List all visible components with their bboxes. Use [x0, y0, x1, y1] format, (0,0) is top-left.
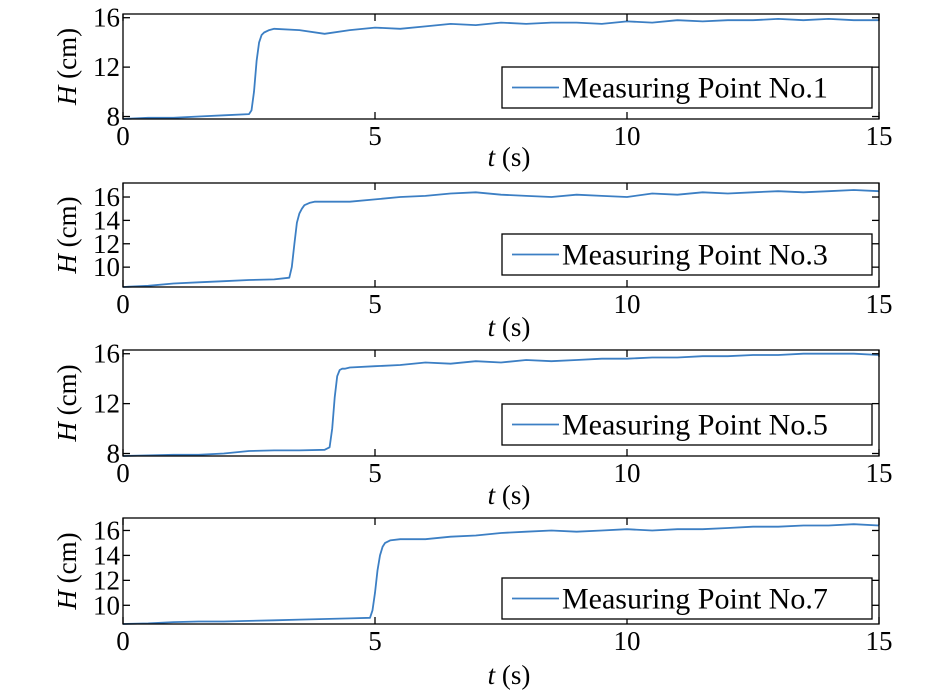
subplot-3: 0 5 10 15 8 12 16 t (s) H (cm) Measuring Point No…	[52, 339, 893, 510]
x-tick-label: 15	[866, 458, 893, 488]
y-tick-label: 14	[93, 205, 121, 235]
subplot-1: 0 5 10 15 8 12 16 t (s) H (cm) Measuring Point No…	[52, 3, 893, 172]
legend: Measuring Point No.3	[501, 233, 873, 276]
y-tick-label: 12	[93, 229, 120, 259]
legend: Measuring Point No.5	[501, 403, 873, 446]
x-tick-label: 5	[368, 121, 382, 151]
y-tick-label: 10	[93, 590, 120, 620]
x-tick-label: 15	[866, 289, 893, 319]
x-tick-label: 0	[116, 458, 130, 488]
axes-frame	[122, 517, 880, 625]
legend-label: Measuring Point No.1	[562, 72, 828, 105]
y-tick-label: 12	[93, 389, 120, 419]
y-tick-label: 8	[107, 102, 121, 132]
x-tick-label: 10	[614, 458, 641, 488]
x-axis-label: t (s)	[488, 660, 531, 690]
legend-box	[501, 577, 873, 620]
y-tick-label: 8	[107, 439, 121, 469]
y-tick-label: 14	[93, 540, 121, 570]
legend-label: Measuring Point No.5	[562, 409, 828, 442]
legend-box	[501, 403, 873, 446]
x-tick-label: 10	[614, 289, 641, 319]
series-line-4	[122, 523, 880, 625]
y-axis-label: H (cm)	[52, 196, 82, 274]
legend-label: Measuring Point No.3	[562, 239, 828, 272]
legend-label: Measuring Point No.7	[562, 583, 828, 616]
y-tick-label: 12	[93, 565, 120, 595]
legend: Measuring Point No.7	[501, 577, 873, 620]
y-tick-label: 16	[93, 339, 120, 369]
x-tick-label: 0	[116, 626, 130, 656]
x-axis-label: t (s)	[488, 312, 531, 342]
y-tick-label: 16	[93, 3, 120, 33]
x-tick-label: 10	[614, 121, 641, 151]
y-tick-label: 16	[93, 515, 120, 545]
x-tick-label: 0	[116, 121, 130, 151]
x-tick-label: 15	[866, 626, 893, 656]
series-line-1	[122, 18, 879, 120]
axes-frame	[122, 182, 880, 288]
legend-box	[501, 66, 873, 109]
y-tick-label: 16	[93, 182, 120, 212]
series-line-2	[122, 189, 880, 288]
x-tick-label: 5	[368, 289, 382, 319]
y-tick-label: 10	[93, 252, 120, 282]
x-axis-label: t (s)	[488, 480, 531, 510]
series-line-3	[122, 352, 880, 457]
x-tick-label: 5	[368, 626, 382, 656]
y-tick-label: 12	[93, 52, 120, 82]
x-tick-label: 15	[866, 121, 893, 151]
legend-box	[501, 233, 873, 276]
x-axis-label: t (s)	[488, 142, 531, 172]
x-tick-label: 10	[614, 626, 641, 656]
y-axis-label: H (cm)	[52, 28, 82, 106]
legend: Measuring Point No.1	[501, 66, 873, 109]
x-tick-label: 5	[368, 458, 382, 488]
y-axis-label: H (cm)	[52, 532, 82, 610]
x-tick-label: 0	[116, 289, 130, 319]
y-axis-label: H (cm)	[52, 364, 82, 442]
